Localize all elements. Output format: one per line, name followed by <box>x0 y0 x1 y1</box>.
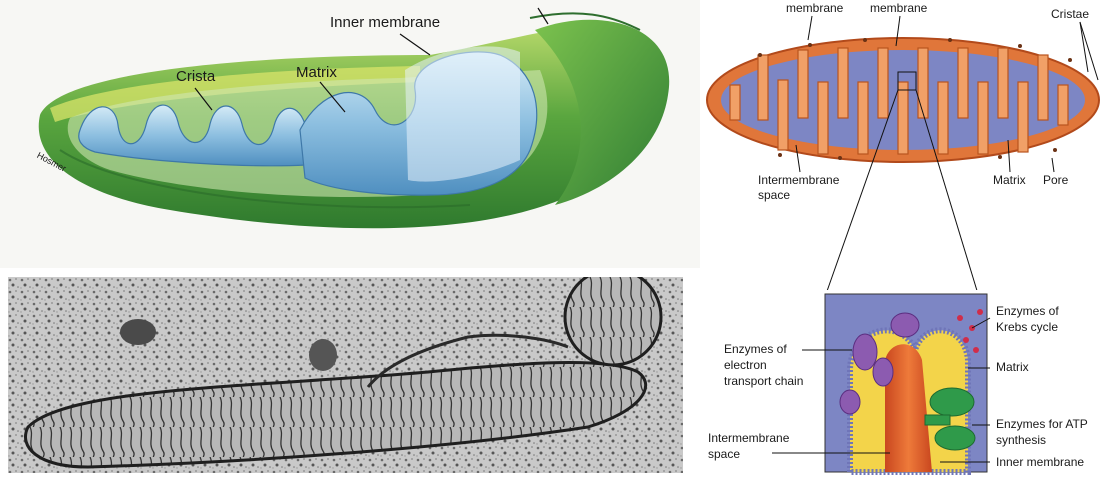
label-crista: Crista <box>176 68 215 85</box>
label-pore: Pore <box>1043 174 1068 188</box>
label-atp-l2: synthesis <box>996 434 1046 448</box>
label-intermembrane-space-l1: Intermembrane <box>758 174 839 188</box>
label-matrix: Matrix <box>296 64 337 81</box>
label-krebs-l2: Krebs cycle <box>996 321 1058 335</box>
label-etc-l1: Enzymes of <box>724 343 787 357</box>
label-inner-membrane-top: membrane <box>870 2 927 16</box>
label-matrix-inset: Matrix <box>996 361 1029 375</box>
label-etc-l2: electron <box>724 359 767 373</box>
label-atp-l1: Enzymes for ATP <box>996 418 1088 432</box>
mitochondrion-3d-illustration: Inner membrane Crista Matrix Hosmer <box>0 0 700 268</box>
label-inner-membrane-inset: Inner membrane <box>996 456 1084 470</box>
label-intermembrane-l2: space <box>708 448 740 462</box>
label-cristae: Cristae <box>1051 8 1089 22</box>
label-outer-membrane: membrane <box>786 2 843 16</box>
mitochondrion-cross-section: membrane membrane Cristae Intermembrane … <box>700 0 1106 205</box>
label-krebs-l1: Enzymes of <box>996 305 1059 319</box>
electron-micrograph <box>8 277 683 473</box>
membrane-detail-inset: Enzymes of Krebs cycle Enzymes of electr… <box>700 290 1106 477</box>
mitochondrion-3d-drawing <box>0 0 700 268</box>
label-intermembrane-space-l2: space <box>758 189 790 203</box>
label-matrix-cross: Matrix <box>993 174 1026 188</box>
label-intermembrane-l1: Intermembrane <box>708 432 789 446</box>
label-etc-l3: transport chain <box>724 375 803 389</box>
label-inner-membrane: Inner membrane <box>330 14 440 31</box>
micrograph-image <box>8 277 683 473</box>
